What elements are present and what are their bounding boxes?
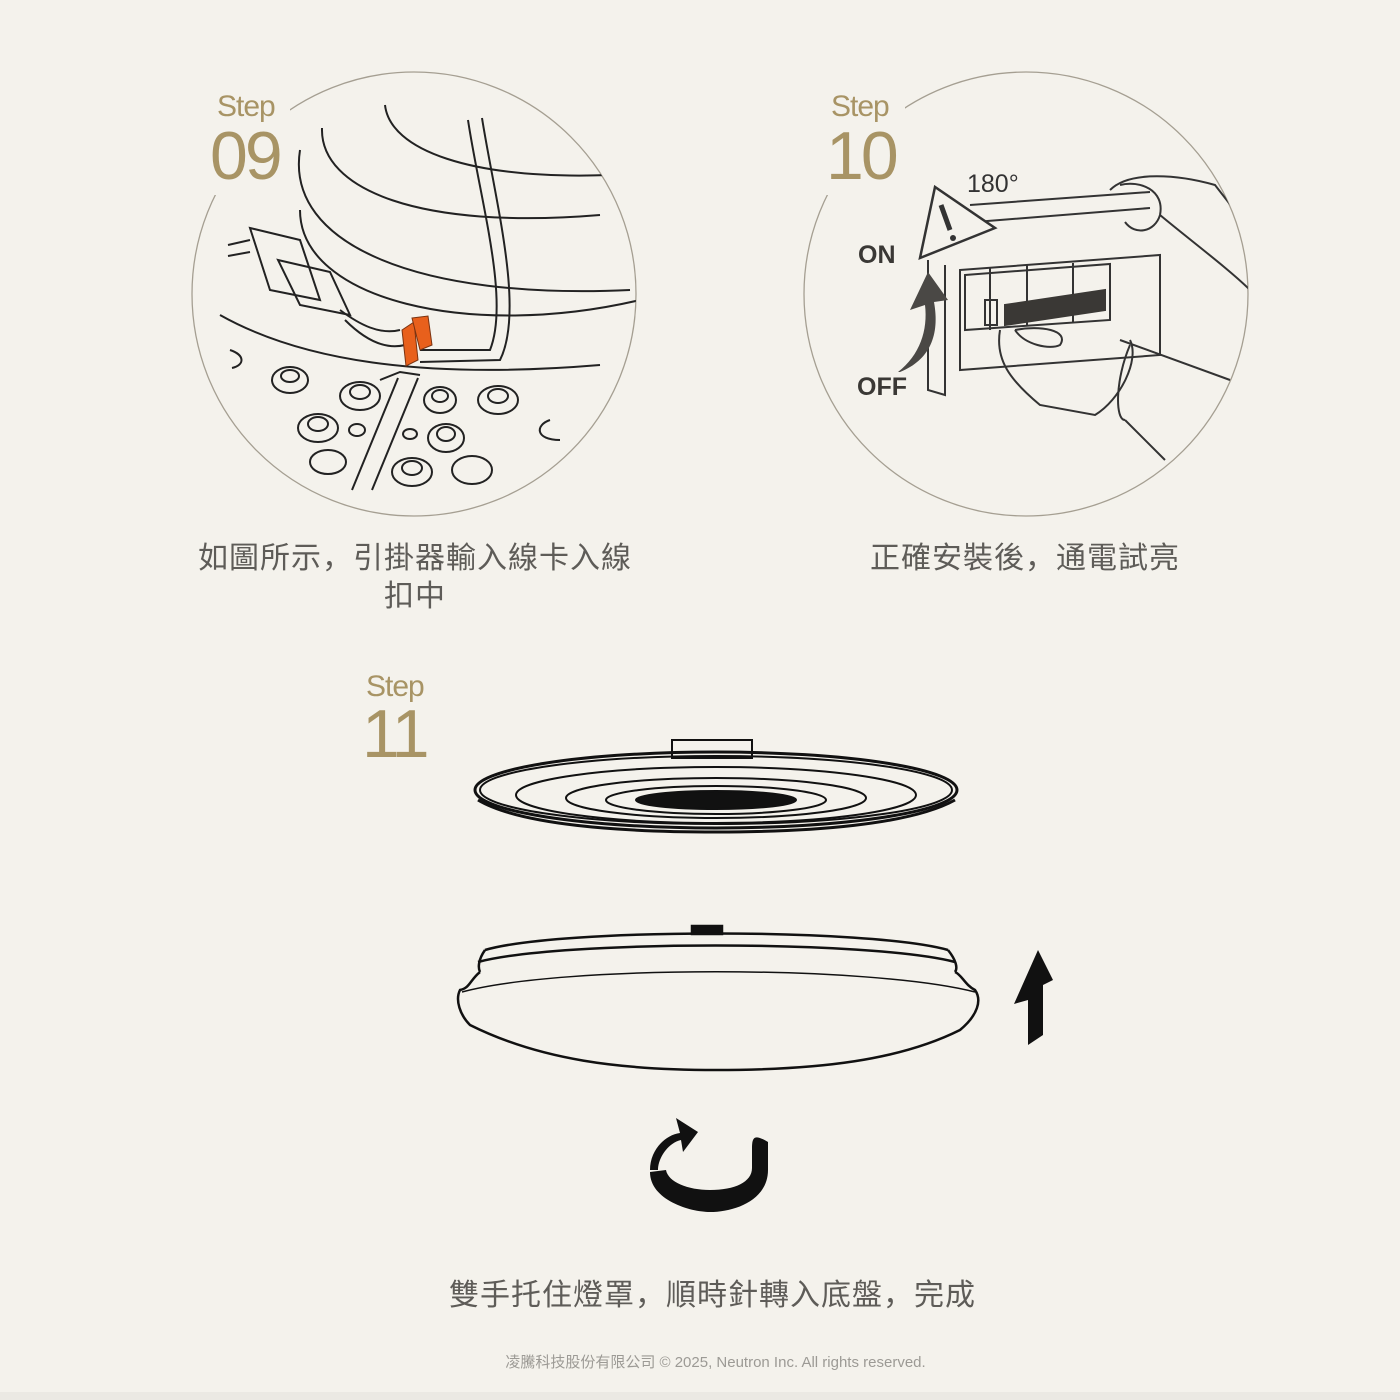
step-09-number: 09 [210,118,283,194]
step-10-label: Step [831,90,890,123]
up-arrow-icon [1014,950,1053,1045]
base-plate-icon [473,739,959,834]
step-11-number: 11 [362,696,430,772]
step-10-circle-frame [803,71,1249,517]
footer-copyright: 凌騰科技股份有限公司 © 2025, Neutron Inc. All righ… [505,1354,926,1371]
angle-label: 180° [967,170,1019,198]
clockwise-rotate-icon [650,1118,768,1212]
orange-wire-clip-icon [401,315,433,367]
off-to-on-arrow-icon [898,272,948,372]
lamp-cover-icon [456,924,980,1072]
off-label: OFF [857,373,907,401]
warning-triangle-icon [918,184,998,261]
step-11-caption: 雙手托住燈罩，順時針轉入底盤，完成 [449,1279,976,1312]
bottom-strip [0,1392,1400,1400]
step-09-caption: 如圖所示，引掛器輸入線卡入線 扣中 [198,542,632,613]
step-11-label: Step [366,670,425,703]
on-label: ON [858,241,896,269]
step-09-label: Step [217,90,276,123]
step-10-caption: 正確安裝後，通電試亮 [870,542,1180,575]
step-09-circle-frame [191,71,637,517]
step-10-number: 10 [826,118,899,194]
